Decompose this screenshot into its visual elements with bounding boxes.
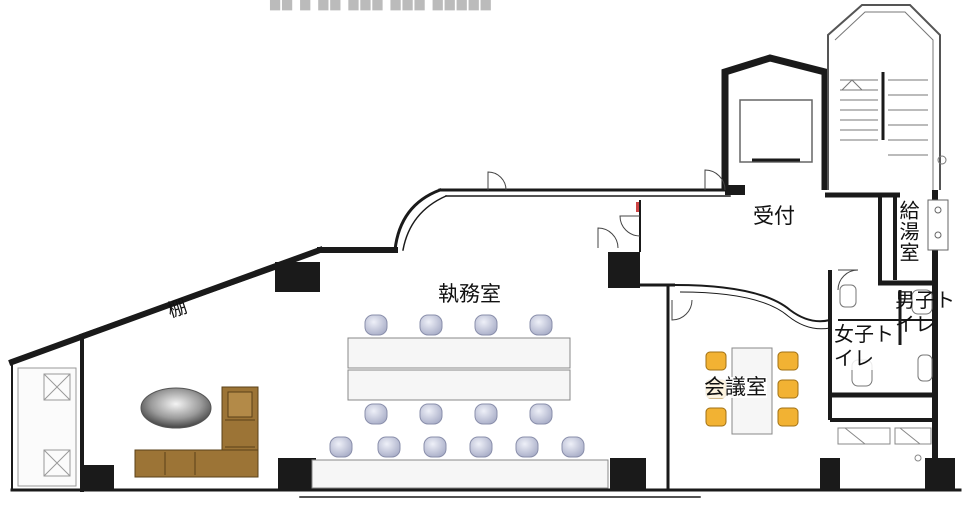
faded-header: ▇▇ ▇ ▇▇ ▇▇▇ ▇▇▇ ▇▇▇▇▇	[270, 0, 493, 11]
walls	[8, 188, 962, 498]
room-label-mens-toilet: 男子トイレ	[895, 288, 955, 336]
lower-right-room	[837, 427, 932, 462]
doors	[487, 169, 859, 321]
room-label-meeting: 会議室	[704, 375, 767, 399]
oval-table	[140, 387, 212, 429]
balcony	[17, 367, 77, 487]
pillars	[80, 185, 955, 490]
room-label-office: 執務室	[438, 282, 501, 306]
office-tables	[311, 337, 609, 489]
sofa	[134, 386, 259, 478]
room-label-reception: 受付	[753, 204, 795, 228]
kitchen-fixtures	[927, 199, 949, 251]
meeting-room-walls	[639, 200, 831, 490]
door-marker	[636, 202, 639, 212]
stairwell	[827, 4, 947, 190]
room-label-womens-toilet: 女子トイレ	[834, 322, 896, 370]
room-label-kitchen: 給湯室	[896, 200, 920, 263]
office-chairs	[329, 314, 585, 458]
elevator-shaft	[721, 54, 829, 190]
